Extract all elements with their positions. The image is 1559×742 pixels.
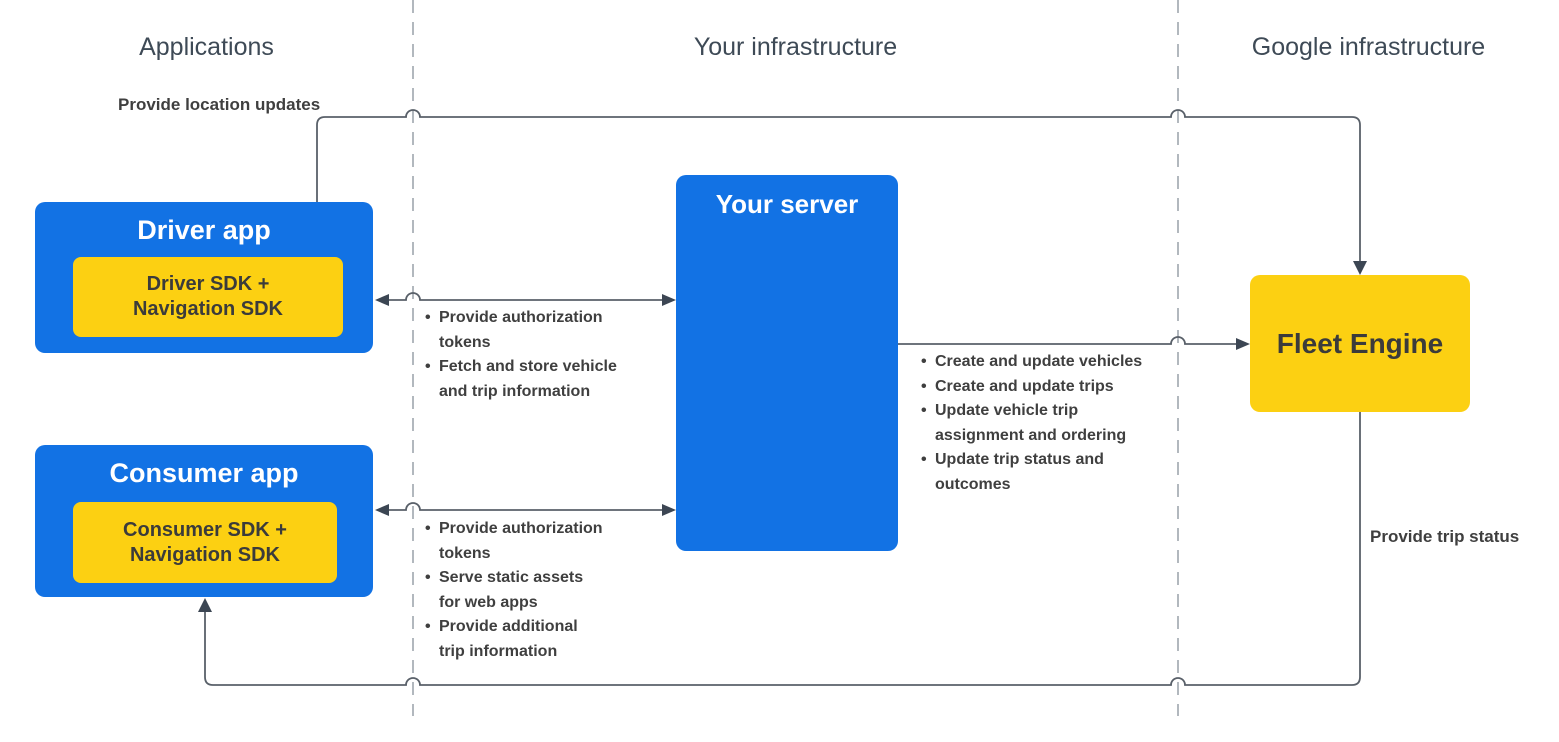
bullet-line: Provide additional: [424, 615, 603, 640]
bullet-line: outcomes: [935, 475, 1011, 493]
your-server-node: Your server: [676, 175, 898, 551]
edge-consumer-server: [389, 502, 662, 511]
edge-bullets-server-fleet: Create and update vehicles Create and up…: [920, 350, 1142, 497]
arrowhead-into-fleet-top: [1353, 261, 1367, 275]
consumer-app-title: Consumer app: [109, 458, 299, 488]
fleet-engine-title: Fleet Engine: [1276, 327, 1444, 359]
column-header-google-infrastructure: Google infrastructure: [1251, 33, 1486, 61]
bullet-line: Serve static assets: [424, 566, 603, 591]
arrowhead-into-consumer: [375, 504, 389, 516]
edge-label-provide-trip-status: Provide trip status: [1370, 527, 1520, 546]
arrowhead-into-consumer-bottom: [198, 598, 212, 612]
bullet-line: tokens: [439, 333, 491, 351]
driver-sdk-node: Driver SDK + Navigation SDK: [73, 257, 343, 337]
consumer-sdk-node: Consumer SDK + Navigation SDK: [73, 502, 337, 583]
edge-driver-server: [389, 292, 662, 301]
bullet-line: Provide authorization: [424, 517, 603, 542]
bullet-line: Create and update vehicles: [920, 350, 1142, 375]
bullet-line: for web apps: [439, 593, 538, 611]
column-header-your-infrastructure: Your infrastructure: [693, 33, 898, 61]
driver-sdk-line-2: Navigation SDK: [132, 298, 284, 320]
driver-app-title: Driver app: [137, 215, 271, 245]
fleet-engine-node: Fleet Engine: [1250, 275, 1470, 412]
bullet-line: Update trip status and: [920, 448, 1142, 473]
bullet-line: trip information: [439, 642, 558, 660]
driver-sdk-line-1: Driver SDK +: [146, 273, 270, 295]
bullet-line: assignment and ordering: [935, 426, 1127, 444]
your-server-title: Your server: [715, 189, 859, 219]
bullet-line: Update vehicle trip: [920, 399, 1142, 424]
edge-driver-to-fleet: [316, 109, 1361, 261]
edge-bullets-driver-server: Provide authorization tokens Fetch and s…: [424, 306, 617, 404]
arrowhead-into-driver: [375, 294, 389, 306]
column-header-applications: Applications: [139, 33, 274, 61]
bullet-line: Fetch and store vehicle: [424, 355, 617, 380]
bullet-line: Create and update trips: [920, 375, 1142, 400]
arrowhead-into-server-bottom: [662, 504, 676, 516]
consumer-sdk-line-1: Consumer SDK +: [123, 518, 287, 541]
edge-bullets-consumer-server: Provide authorization tokens Serve stati…: [424, 517, 603, 664]
arrowhead-into-fleet-left: [1236, 338, 1250, 350]
arrowhead-into-server-top: [662, 294, 676, 306]
consumer-sdk-line-2: Navigation SDK: [129, 543, 281, 566]
bullet-line: Provide authorization: [424, 306, 617, 331]
bullet-line: and trip information: [439, 382, 591, 400]
edge-server-fleet: [898, 336, 1236, 345]
edge-label-provide-location-updates: Provide location updates: [118, 95, 321, 114]
edge-fleet-to-consumer: [204, 412, 1361, 686]
bullet-line: tokens: [439, 544, 491, 562]
